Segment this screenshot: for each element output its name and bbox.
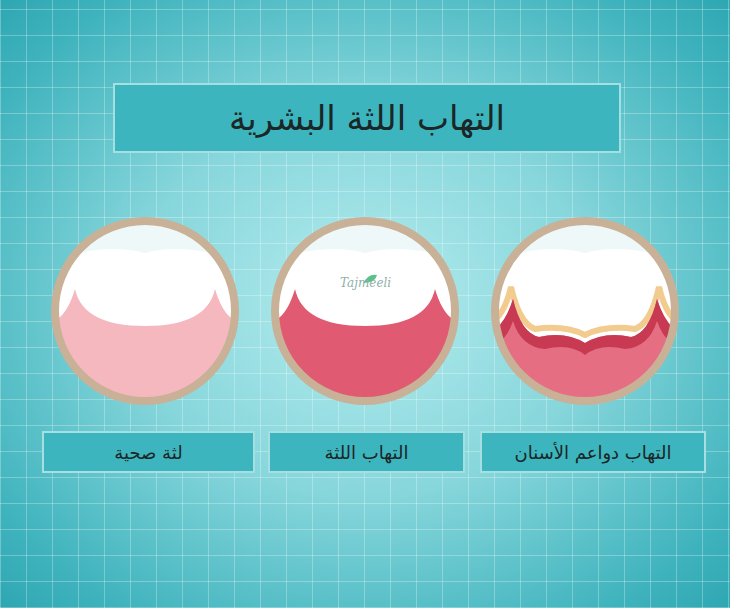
watermark: Tajmeeli — [340, 276, 391, 290]
caption-box: لثة صحية — [42, 431, 255, 473]
caption-box: التهاب دواعم الأسنان — [480, 431, 706, 473]
periodontitis-circle — [485, 211, 685, 411]
caption-text: التهاب دواعم الأسنان — [515, 442, 672, 463]
title-band: التهاب اللثة البشرية — [113, 83, 621, 153]
caption-box: التهاب اللثة — [268, 431, 465, 473]
caption-text: لثة صحية — [114, 442, 182, 463]
title-text: التهاب اللثة البشرية — [229, 98, 505, 138]
caption-text: التهاب اللثة — [325, 442, 409, 463]
healthy-gum-circle — [45, 211, 245, 411]
gingivitis-circle — [265, 211, 465, 411]
